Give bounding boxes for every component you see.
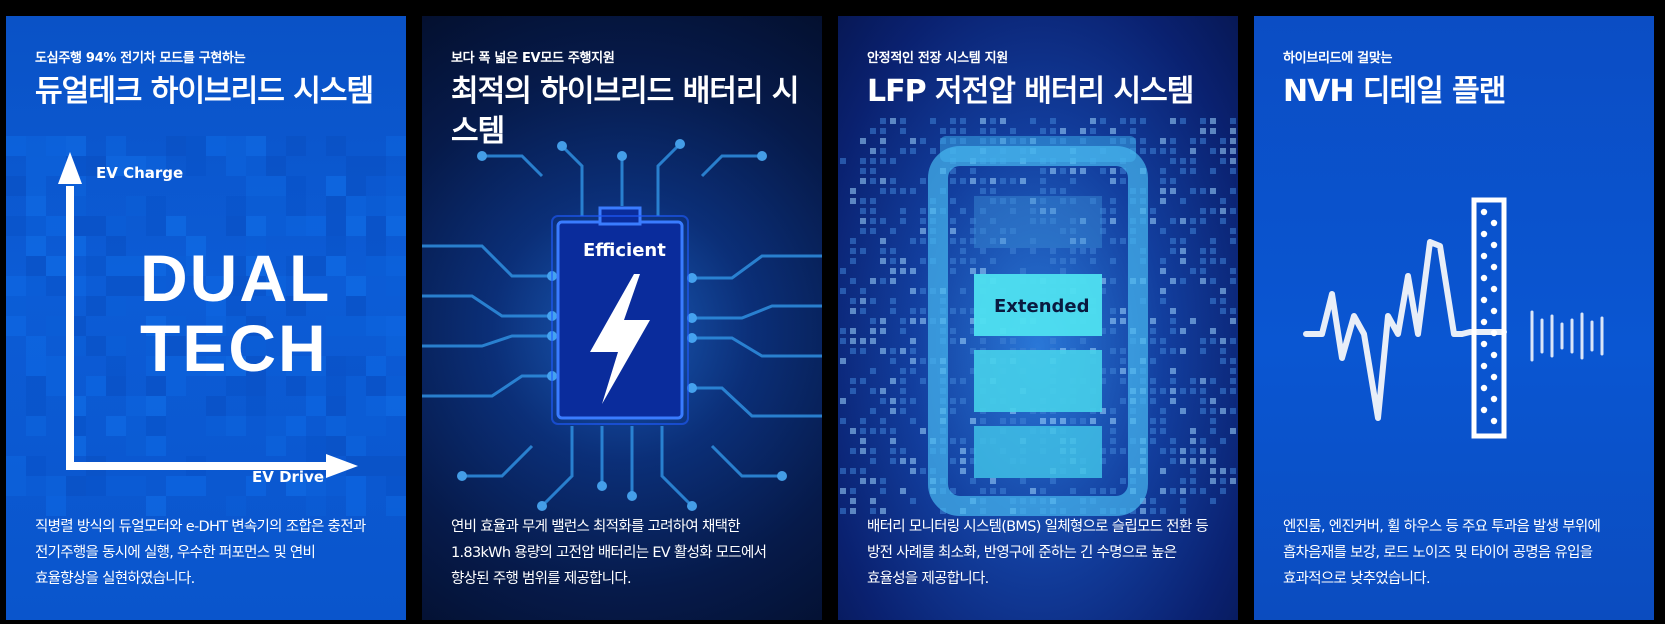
pixel-mosaic-background — [6, 136, 406, 516]
card-title: NVH 디테일 플랜 — [1283, 74, 1506, 109]
digital-grid-background — [840, 118, 1236, 516]
card-subtitle: 보다 폭 넓은 EV모드 주행지원 — [451, 51, 615, 66]
battery-icon — [928, 136, 1148, 516]
battery-label: Efficient — [583, 240, 666, 261]
battery-label: Extended — [994, 296, 1090, 317]
card-title: 듀얼테크 하이브리드 시스템 — [35, 74, 374, 109]
card-dual-tech: 도심주행 94% 전기차 모드를 구현하는 듀얼테크 하이브리드 시스템 EV … — [6, 16, 406, 620]
card-subtitle: 하이브리드에 걸맞는 — [1283, 51, 1393, 66]
card-nvh-plan: 하이브리드에 걸맞는 NVH 디테일 플랜 엔진룸, 엔진커버, 휠 하우스 등… — [1254, 16, 1654, 620]
card-description: 엔진룸, 엔진커버, 휠 하우스 등 주요 투과음 발생 부위에 흡차음재를 보… — [1283, 519, 1601, 587]
sound-wave-barrier-icon — [1303, 197, 1604, 439]
card-lfp-battery: 안정적인 전장 시스템 지원 LFP 저전압 배터리 시스템 Extended … — [838, 16, 1238, 620]
card-description: 연비 효율과 무게 밸런스 최적화를 고려하여 채택한 1.83kWh 용량의 … — [451, 519, 767, 587]
card-title: LFP 저전압 배터리 시스템 — [867, 74, 1194, 109]
axis-arrows-icon — [58, 152, 358, 478]
y-axis-label: EV Charge — [96, 164, 184, 182]
graphic-word-tech: TECH — [140, 311, 328, 385]
lightning-battery-icon — [551, 206, 689, 425]
card-subtitle: 도심주행 94% 전기차 모드를 구현하는 — [35, 51, 246, 66]
nvh-graphic — [1303, 197, 1604, 439]
card-description: 직병렬 방식의 듀얼모터와 e-DHT 변속기의 조합은 충전과 전기주행을 동… — [35, 519, 366, 587]
card-hybrid-battery: 보다 폭 넓은 EV모드 주행지원 최적의 하이브리드 배터리 시스템 Effi… — [422, 16, 822, 620]
card-title: 최적의 하이브리드 배터리 시스템 — [451, 74, 800, 149]
graphic-word-dual: DUAL — [140, 241, 332, 315]
card-subtitle: 안정적인 전장 시스템 지원 — [867, 51, 1008, 66]
card-description: 배터리 모니터링 시스템(BMS) 일체형으로 슬립모드 전환 등 방전 사례를… — [867, 519, 1209, 587]
circuit-board-background — [422, 139, 822, 511]
x-axis-label: EV Drive — [252, 468, 325, 486]
